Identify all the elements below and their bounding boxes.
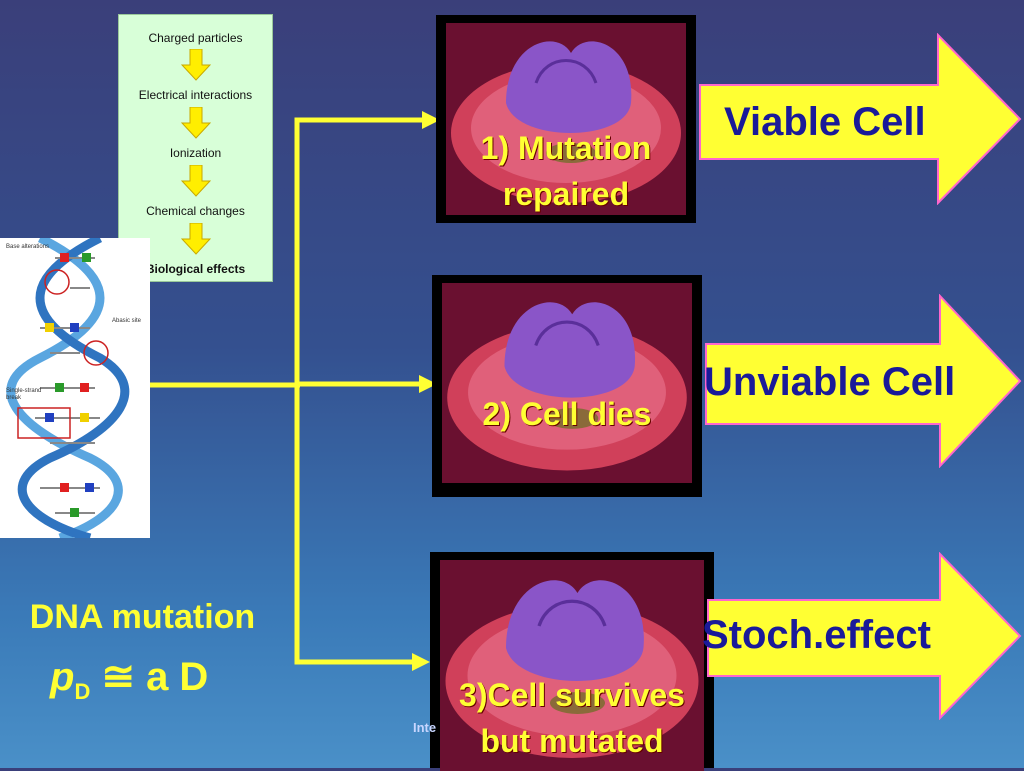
outcome-label-viable: Viable Cell	[724, 100, 926, 144]
dna-mutation-title: DNA mutation	[29, 598, 256, 636]
outcome-arrow-viable	[699, 33, 1022, 205]
cell-image-frame: 1) Mutation repaired	[436, 15, 696, 223]
probability-formula: pD ≅ a D	[50, 654, 208, 705]
outcome-label-unviable: Unviable Cell	[704, 360, 956, 404]
outcome-arrow-unviable	[705, 294, 1022, 468]
down-arrow-icon	[181, 49, 211, 81]
cell-illustration-icon	[440, 560, 704, 771]
dna-label-single-strand: Single-strand	[6, 388, 42, 394]
formula-rest: ≅ a D	[90, 655, 209, 699]
flow-step-chemical-changes: Chemical changes	[146, 204, 245, 218]
cell-image-frame: 3)Cell survives but mutated	[430, 552, 714, 771]
formula-p: p	[50, 655, 75, 699]
dna-helix-illustration: Base alterations Abasic site Single-stra…	[0, 233, 150, 543]
cell-illustration-icon	[446, 23, 686, 215]
dna-label-base-alterations: Base alterations	[6, 244, 50, 250]
cell-caption-line1: 3)Cell survives	[459, 677, 685, 713]
flow-step-ionization: Ionization	[169, 146, 222, 160]
flow-step-charged-particles: Charged particles	[148, 31, 243, 45]
dna-helix-icon	[6, 233, 130, 543]
down-arrow-icon	[181, 107, 211, 139]
down-arrow-icon	[181, 223, 211, 255]
cell-caption-line2: repaired	[502, 176, 630, 212]
flow-step-biological-effects: Biological effects	[145, 262, 246, 276]
cell-caption-line1: 1) Mutation	[480, 130, 652, 166]
formula-subscript: D	[74, 679, 91, 704]
outcome-label-stochastic: Stoch.effect	[702, 613, 931, 657]
flow-step-electrical-interactions: Electrical interactions	[138, 88, 253, 102]
cell-caption-line1: 2) Cell dies	[482, 396, 652, 432]
process-flow-box: Charged particles Electrical interaction…	[118, 14, 273, 282]
watermark-text: Inte	[413, 720, 437, 735]
dna-label-abasic-site: Abasic site	[112, 318, 142, 324]
outcome-arrow-stochastic	[707, 552, 1022, 720]
cell-caption-line2: but mutated	[480, 723, 664, 759]
dna-label-break: break	[6, 395, 22, 401]
down-arrow-icon	[181, 165, 211, 197]
cell-image-frame: 2) Cell dies	[432, 275, 702, 497]
cell-illustration-icon	[442, 283, 692, 483]
